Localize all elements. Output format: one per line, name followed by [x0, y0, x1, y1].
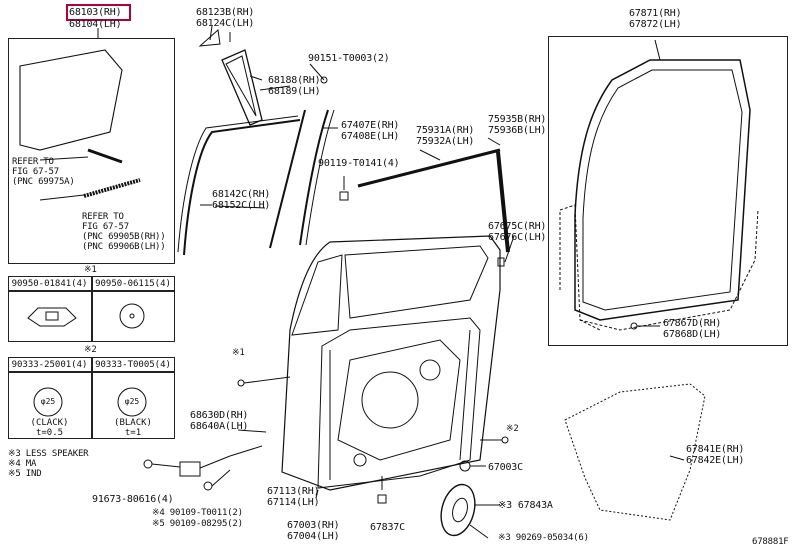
- clip-box-2-header-line: [8, 371, 175, 373]
- label-68640[interactable]: 68640A(LH): [190, 421, 249, 432]
- clip-2b-label: 90333-T0005(4): [95, 360, 171, 370]
- clip-2a-label: 90333-25001(4): [11, 360, 88, 370]
- clip-2a-dim: φ25: [40, 397, 56, 406]
- label-67871[interactable]: 67871(RH): [629, 8, 682, 19]
- label-67867[interactable]: 67867D(RH): [663, 318, 722, 329]
- mark-2-clip: ※2: [506, 424, 519, 434]
- weatherstrip-frame: [574, 59, 751, 321]
- glass-group-box: [8, 38, 175, 264]
- mark-1-clip: ※1: [232, 348, 245, 358]
- label-67841[interactable]: 67841E(RH): [686, 444, 745, 455]
- label-68152[interactable]: 68152C(LH): [212, 200, 271, 211]
- door-shell: [281, 235, 501, 491]
- label-67868[interactable]: 67868D(LH): [663, 329, 722, 340]
- label-90151[interactable]: 90151-T0003(2): [308, 53, 390, 64]
- label-67004[interactable]: 67004(LH): [287, 531, 340, 542]
- footnotes: ※3 LESS SPEAKER ※4 MA ※5 IND: [8, 449, 89, 479]
- refer-note-2: REFER TO FIG 67-57 (PNC 69905B(RH)) (PNC…: [82, 212, 166, 252]
- label-67003c[interactable]: 67003C: [488, 462, 523, 473]
- clip-1a-label: 90950-01841(4): [11, 279, 88, 289]
- label-67407[interactable]: 67407E(RH): [341, 120, 400, 131]
- label-67676[interactable]: 67676C(LH): [488, 232, 547, 243]
- label-75931[interactable]: 75931A(RH): [416, 125, 475, 136]
- label-67408[interactable]: 67408E(LH): [341, 131, 400, 142]
- weatherstrip-box: [548, 36, 788, 346]
- label-67872[interactable]: 67872(LH): [629, 19, 682, 30]
- label-90109-t0011[interactable]: ※4 90109-T0011(2): [152, 508, 243, 518]
- door-trim: [564, 383, 706, 521]
- door-glass: [19, 49, 123, 151]
- clip-box-1-header-line: [8, 290, 175, 292]
- label-67675[interactable]: 67675C(RH): [488, 221, 547, 232]
- label-68104[interactable]: 68104(LH): [69, 19, 122, 30]
- clip-2a-note: (CLACK) t=0.5: [30, 418, 69, 438]
- label-67113[interactable]: 67113(RH): [267, 486, 320, 497]
- label-68103[interactable]: 68103(RH): [69, 7, 122, 18]
- clip-2b-dim: φ25: [124, 397, 140, 406]
- label-75935[interactable]: 75935B(RH): [488, 114, 547, 125]
- mark-2-box: ※2: [84, 345, 97, 355]
- label-68189[interactable]: 68189(LH): [268, 86, 321, 97]
- label-91673[interactable]: 91673-80616(4): [92, 494, 174, 505]
- label-68630[interactable]: 68630D(RH): [190, 410, 249, 421]
- clip-box-1-divider: [91, 276, 93, 342]
- selected-part-highlight: [66, 4, 131, 21]
- label-67114[interactable]: 67114(LH): [267, 497, 320, 508]
- label-67003[interactable]: 67003(RH): [287, 520, 340, 531]
- clip-1b-label: 90950-06115(4): [95, 279, 171, 289]
- figure-number: 678881F: [752, 537, 789, 547]
- label-75932[interactable]: 75932A(LH): [416, 136, 475, 147]
- label-90119[interactable]: 90119-T0141(4): [318, 158, 400, 169]
- label-67842[interactable]: 67842E(LH): [686, 455, 745, 466]
- refer-note-1: REFER TO FIG 67-57 (PNC 69975A): [12, 157, 75, 187]
- label-67843[interactable]: ※3 67843A: [498, 500, 553, 511]
- label-68188[interactable]: 68188(RH): [268, 75, 321, 86]
- clip-box-2-divider: [91, 357, 93, 439]
- label-67837[interactable]: 67837C: [370, 522, 405, 533]
- label-90269[interactable]: ※3 90269-05034(6): [498, 533, 589, 543]
- label-68124[interactable]: 68124C(LH): [196, 18, 255, 29]
- label-68123[interactable]: 68123B(RH): [196, 7, 255, 18]
- clip-2b-note: (BLACK) t=1: [114, 418, 152, 438]
- label-75936[interactable]: 75936B(LH): [488, 125, 547, 136]
- label-68142[interactable]: 68142C(RH): [212, 189, 271, 200]
- label-90109-08295[interactable]: ※5 90109-08295(2): [152, 519, 243, 529]
- mark-1-box: ※1: [84, 265, 97, 275]
